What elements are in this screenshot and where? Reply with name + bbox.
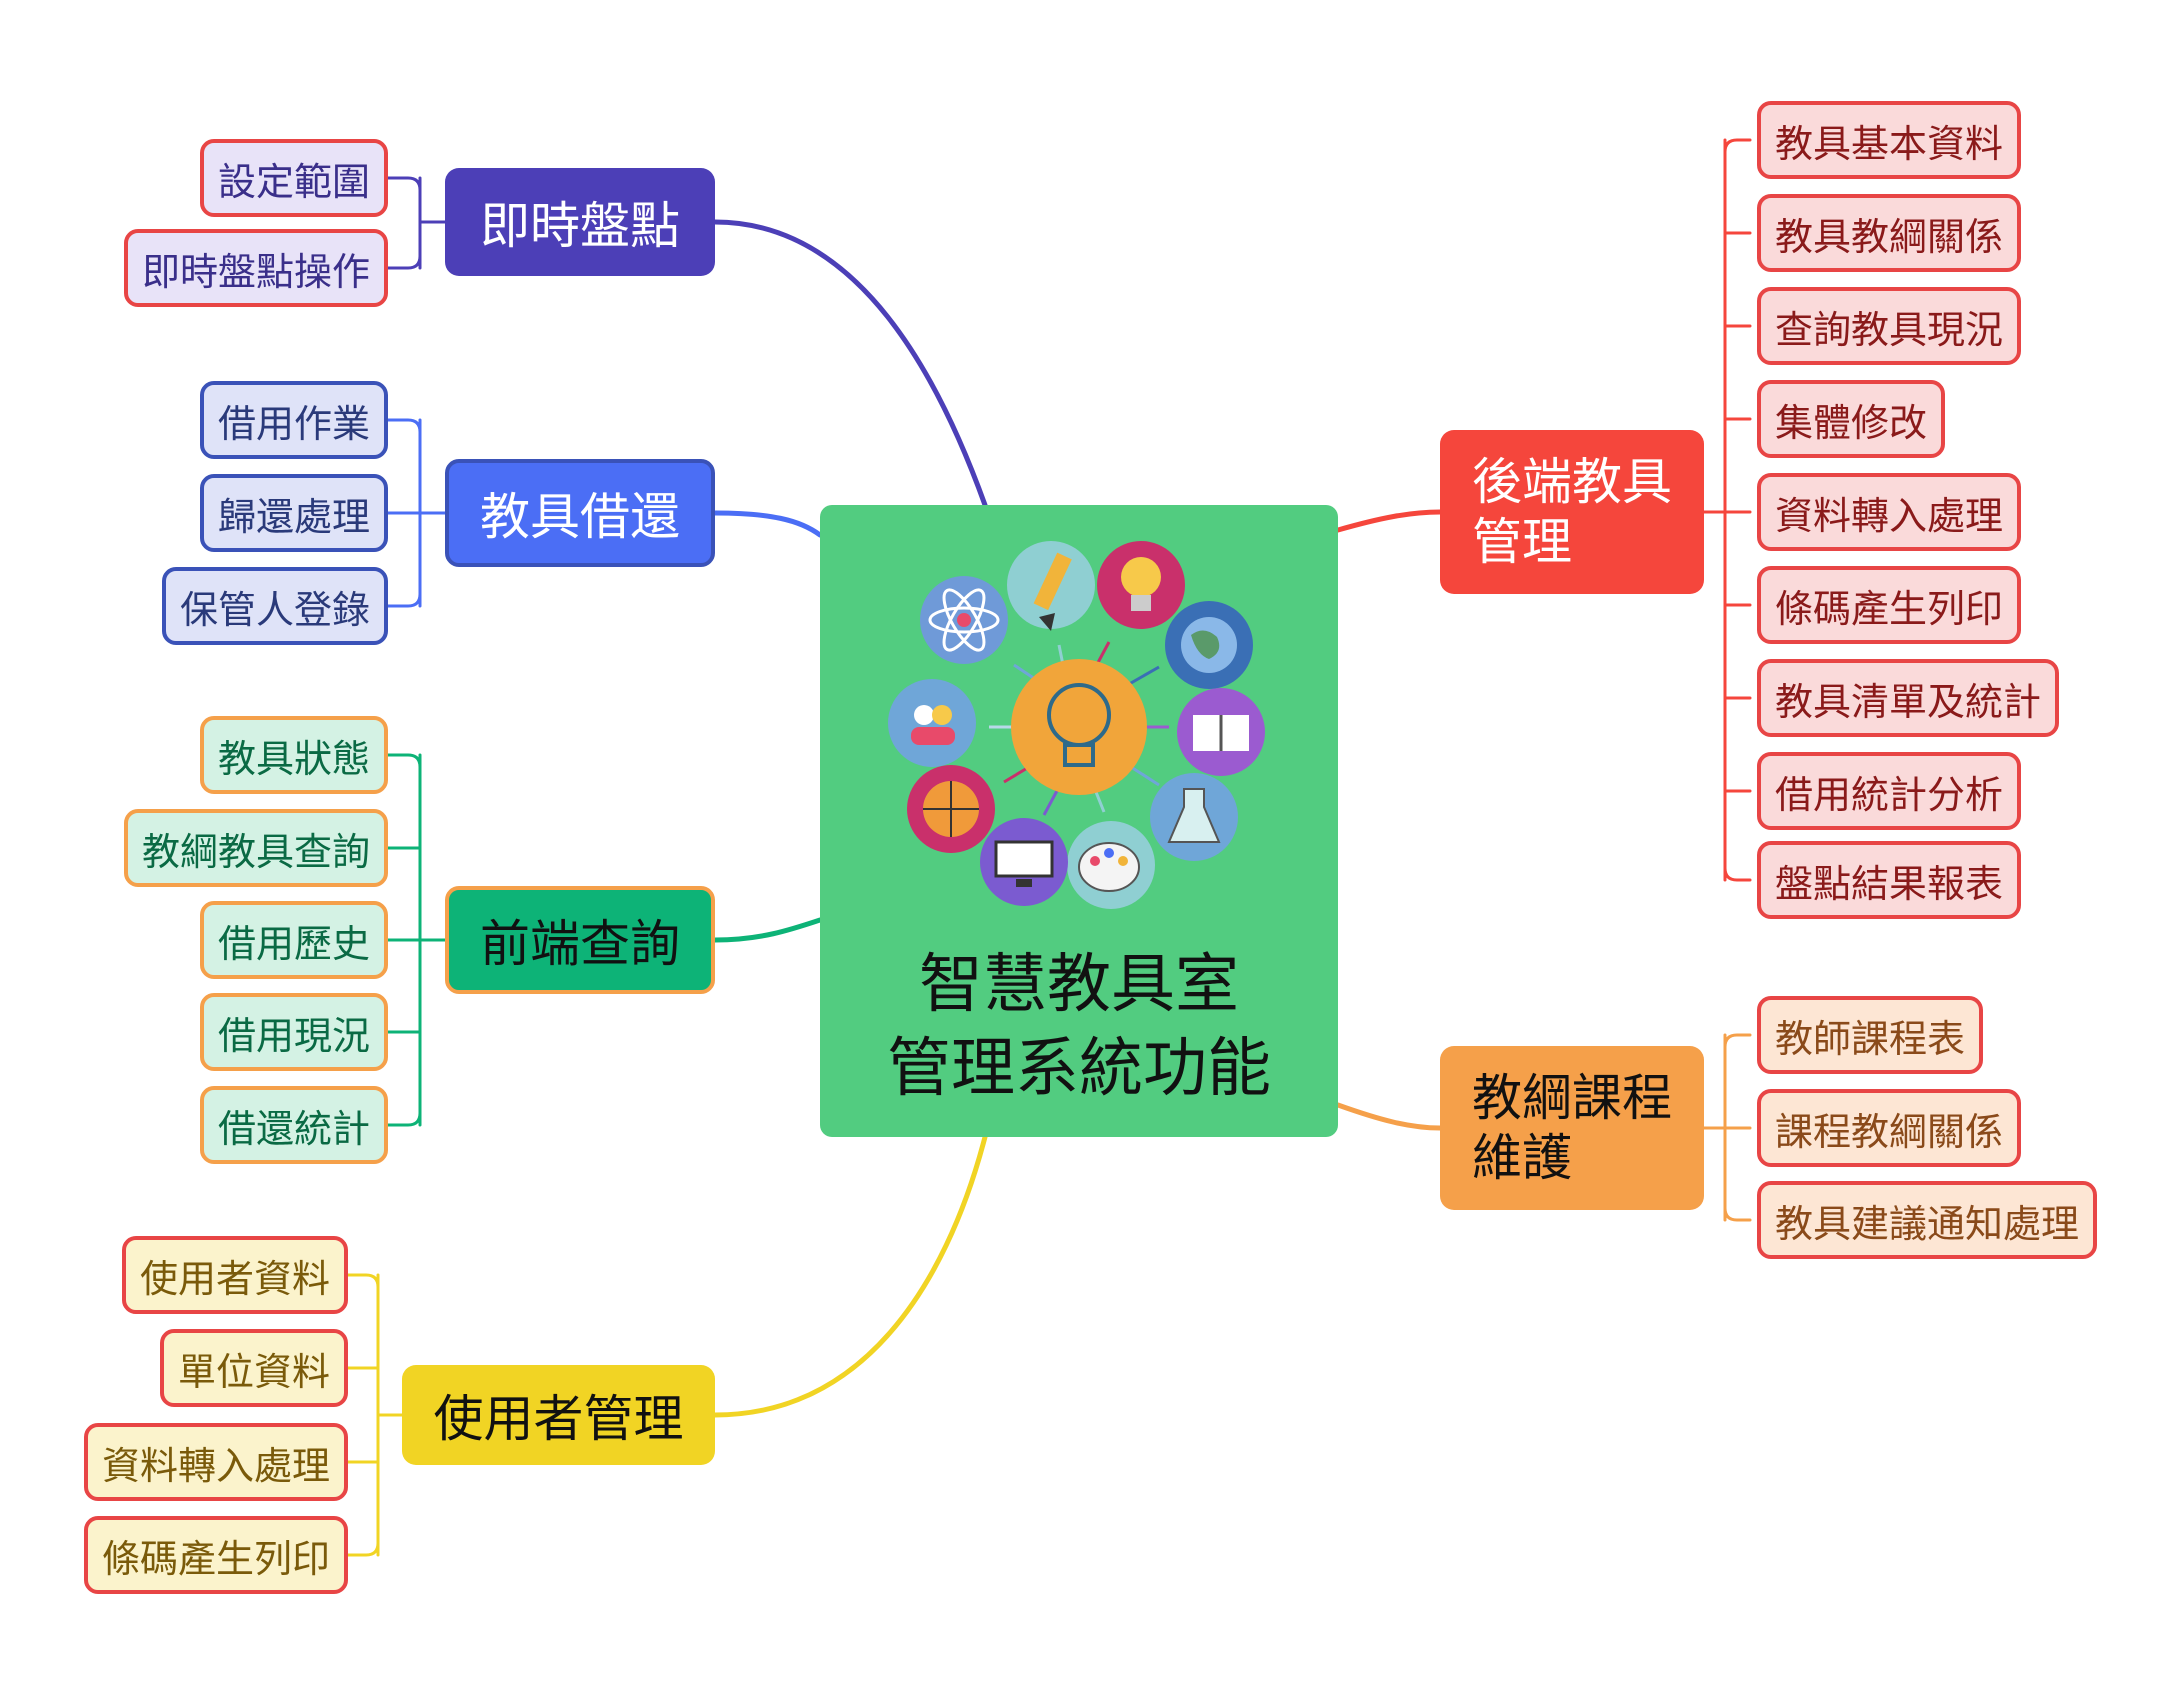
leaf-curriculum-2[interactable]: 課程教綱關係 bbox=[1757, 1089, 2022, 1167]
branch-frontend-label: 前端查詢 bbox=[480, 915, 680, 973]
leaf-label: 使用者資料 bbox=[139, 1256, 330, 1301]
book-icon bbox=[1177, 688, 1265, 776]
branch-backend-label-2: 管理 bbox=[1472, 513, 1572, 571]
leaf-curriculum-3[interactable]: 教具建議通知處理 bbox=[1757, 1181, 2098, 1259]
connector-curriculum bbox=[1335, 1102, 1443, 1131]
leaf-label: 借用歷史 bbox=[217, 921, 370, 966]
leaf-label: 集體修改 bbox=[1775, 400, 1928, 445]
leaf-label: 即時盤點操作 bbox=[141, 249, 370, 294]
leaf-frontend-3[interactable]: 借用歷史 bbox=[199, 901, 388, 979]
branch-borrow-label: 教具借還 bbox=[480, 488, 680, 546]
branch-curriculum-label-2: 維護 bbox=[1472, 1129, 1572, 1187]
basketball-icon bbox=[907, 765, 995, 853]
leaf-label: 借用現況 bbox=[217, 1013, 370, 1058]
leaf-label: 資料轉入處理 bbox=[1775, 493, 2004, 538]
leaf-borrow-2[interactable]: 歸還處理 bbox=[199, 474, 388, 552]
leaf-label: 歸還處理 bbox=[217, 494, 370, 539]
leaf-label: 保管人登錄 bbox=[179, 587, 370, 632]
connector-backend bbox=[1335, 509, 1443, 533]
connector-frontend bbox=[712, 917, 823, 943]
branch-backend-label-1: 後端教具 bbox=[1472, 453, 1672, 511]
leaf-label: 查詢教具現況 bbox=[1775, 307, 2004, 352]
people-icon bbox=[888, 679, 976, 767]
branch-users[interactable]: 使用者管理 bbox=[402, 1365, 715, 1465]
leaf-backend-1[interactable]: 教具基本資料 bbox=[1757, 101, 2022, 179]
leaf-backend-5[interactable]: 資料轉入處理 bbox=[1757, 473, 2022, 551]
globe-icon bbox=[1165, 601, 1253, 689]
branch-inventory[interactable]: 即時盤點 bbox=[445, 168, 715, 276]
monitor-icon bbox=[980, 818, 1068, 906]
leaf-label: 借還統計 bbox=[217, 1106, 370, 1151]
leaf-label: 盤點結果報表 bbox=[1775, 861, 2004, 906]
leaf-frontend-1[interactable]: 教具狀態 bbox=[199, 716, 388, 794]
leaf-backend-4[interactable]: 集體修改 bbox=[1757, 380, 1946, 458]
center-title: 智慧教具室 管理系統功能 bbox=[887, 943, 1271, 1111]
leaf-curriculum-1[interactable]: 教師課程表 bbox=[1757, 996, 1984, 1074]
leaf-label: 教具狀態 bbox=[217, 736, 370, 781]
leaf-users-3[interactable]: 資料轉入處理 bbox=[83, 1423, 348, 1501]
leaf-borrow-1[interactable]: 借用作業 bbox=[199, 381, 388, 459]
leaf-users-4[interactable]: 條碼產生列印 bbox=[83, 1516, 348, 1594]
branch-inventory-label: 即時盤點 bbox=[480, 197, 680, 255]
leaf-inventory-1[interactable]: 設定範圍 bbox=[199, 139, 388, 217]
leaf-label: 教具建議通知處理 bbox=[1775, 1201, 2080, 1246]
center-title-line1: 智慧教具室 bbox=[919, 948, 1239, 1022]
branch-frontend[interactable]: 前端查詢 bbox=[445, 886, 715, 994]
leaf-users-2[interactable]: 單位資料 bbox=[159, 1329, 348, 1407]
branch-users-label: 使用者管理 bbox=[433, 1390, 684, 1448]
leaf-frontend-2[interactable]: 教綱教具查詢 bbox=[123, 809, 388, 887]
leaf-label: 條碼產生列印 bbox=[1775, 586, 2004, 631]
leaf-label: 課程教綱關係 bbox=[1775, 1109, 2004, 1154]
leaf-backend-2[interactable]: 教具教綱關係 bbox=[1757, 194, 2022, 272]
branch-curriculum[interactable]: 教綱課程 維護 bbox=[1440, 1046, 1704, 1210]
leaf-label: 單位資料 bbox=[177, 1349, 330, 1394]
palette-icon bbox=[1067, 821, 1155, 909]
leaf-label: 教具基本資料 bbox=[1775, 121, 2004, 166]
leaf-label: 設定範圍 bbox=[217, 159, 370, 204]
center-title-line2: 管理系統功能 bbox=[887, 1032, 1271, 1106]
lightbulb-icon bbox=[1097, 541, 1185, 629]
branch-borrow[interactable]: 教具借還 bbox=[445, 459, 715, 567]
connector-users bbox=[712, 1134, 988, 1418]
education-icons-cluster bbox=[888, 541, 1265, 909]
leaf-label: 教具教綱關係 bbox=[1775, 214, 2004, 259]
connector-borrow bbox=[712, 510, 823, 538]
leaf-backend-8[interactable]: 借用統計分析 bbox=[1757, 752, 2022, 830]
branch-backend[interactable]: 後端教具 管理 bbox=[1440, 430, 1704, 594]
leaf-borrow-3[interactable]: 保管人登錄 bbox=[161, 567, 388, 645]
leaf-label: 教具清單及統計 bbox=[1775, 679, 2042, 724]
leaf-label: 教綱教具查詢 bbox=[141, 829, 370, 874]
atom-icon bbox=[920, 576, 1008, 664]
leaf-label: 借用統計分析 bbox=[1775, 772, 2004, 817]
leaf-users-1[interactable]: 使用者資料 bbox=[121, 1236, 348, 1314]
leaf-label: 資料轉入處理 bbox=[101, 1443, 330, 1488]
brain-bulb-icon bbox=[1011, 659, 1147, 795]
branch-curriculum-label-1: 教綱課程 bbox=[1472, 1069, 1672, 1127]
center-node[interactable]: 智慧教具室 管理系統功能 bbox=[820, 505, 1338, 1137]
connector-inventory bbox=[712, 219, 988, 508]
leaf-backend-9[interactable]: 盤點結果報表 bbox=[1757, 841, 2022, 919]
leaf-label: 條碼產生列印 bbox=[101, 1536, 330, 1581]
flask-icon bbox=[1150, 773, 1238, 861]
leaf-backend-3[interactable]: 查詢教具現況 bbox=[1757, 287, 2022, 365]
leaf-backend-6[interactable]: 條碼產生列印 bbox=[1757, 566, 2022, 644]
leaf-backend-7[interactable]: 教具清單及統計 bbox=[1757, 659, 2060, 737]
leaf-label: 借用作業 bbox=[217, 401, 370, 446]
leaf-frontend-5[interactable]: 借還統計 bbox=[199, 1086, 388, 1164]
leaf-label: 教師課程表 bbox=[1775, 1016, 1966, 1061]
leaf-frontend-4[interactable]: 借用現況 bbox=[199, 993, 388, 1071]
leaf-inventory-2[interactable]: 即時盤點操作 bbox=[123, 229, 388, 307]
pencil-icon bbox=[1007, 541, 1095, 631]
